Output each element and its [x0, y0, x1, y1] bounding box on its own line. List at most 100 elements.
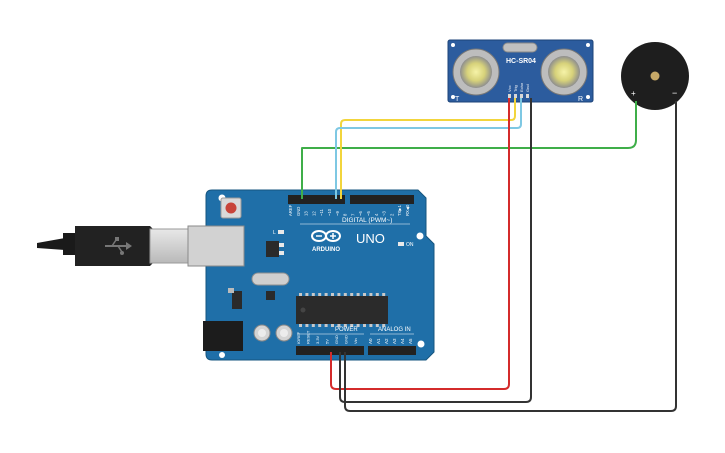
chip-pin: [331, 293, 334, 296]
model-label: UNO: [356, 231, 385, 246]
mount-hole: [451, 95, 455, 99]
analog-pin-label: A0: [368, 338, 373, 344]
pin-vcc[interactable]: [508, 94, 511, 98]
hc-sr04-sensor[interactable]: HC-SR04 T R Vcc Trig Echo Gnd: [447, 39, 594, 103]
chip-pin: [369, 293, 373, 296]
chip-pin: [311, 293, 315, 296]
power-pin-label: GND: [334, 335, 339, 344]
mount-hole: [417, 340, 425, 348]
mount-hole: [586, 95, 590, 99]
digital-pin-label: 7: [350, 213, 355, 216]
digital-pin-label: RX◀0: [405, 204, 410, 216]
digital-pin-label: ~11: [319, 209, 324, 216]
power-pin-label: IOREF: [296, 331, 301, 344]
usb-controller-chip: [266, 241, 279, 257]
voltage-regulator: [232, 291, 242, 309]
digital-label: DIGITAL (PWM~): [342, 217, 392, 224]
chip-pin: [337, 324, 341, 327]
digital-pin-label: ~6: [358, 211, 363, 216]
digital-pin-label: GND: [296, 207, 301, 216]
small-chip: [266, 291, 275, 300]
chip-pin: [343, 293, 347, 296]
echo-wire[interactable]: [335, 98, 522, 199]
chip-pin: [299, 293, 302, 296]
pin-vcc-label: Vcc: [507, 85, 512, 92]
crystal-oscillator: [251, 272, 290, 286]
analog-pin-label: A1: [376, 338, 381, 344]
analog-pin-label: A3: [392, 338, 397, 344]
digital-pin-label: 2: [389, 213, 394, 216]
chip-pin: [331, 324, 334, 327]
power-pin-label: Vin: [353, 338, 358, 344]
buzzer-ground-wire[interactable]: [344, 101, 677, 412]
atmega-chip: [296, 293, 388, 327]
regulator-tab: [228, 288, 234, 293]
analog-pin-label: A5: [408, 338, 413, 344]
buzzer-signal-wire[interactable]: [301, 101, 637, 199]
power-pin-label: 3.3V: [315, 335, 320, 344]
pin-echo-label: Echo: [519, 82, 524, 92]
usb-symbol-icon: [105, 237, 132, 255]
chip-pin: [324, 293, 328, 296]
vcc-wire[interactable]: [330, 98, 510, 390]
mount-hole: [219, 352, 225, 358]
chip-pin: [318, 324, 322, 327]
mount-hole: [586, 43, 590, 47]
piezo-buzzer[interactable]: + −: [621, 42, 689, 110]
chip-pin: [305, 324, 309, 327]
led-l: [278, 230, 284, 234]
brand-label: ARDUINO: [312, 247, 340, 253]
sensor-t-label: T: [455, 96, 460, 103]
pin-trig-label: Trig: [513, 85, 518, 92]
usb-port: [187, 225, 245, 267]
pin-gnd-label: Gnd: [525, 84, 530, 92]
pin-trig[interactable]: [514, 94, 517, 98]
digital-pin-label: ~10: [327, 208, 332, 216]
receiver: [540, 48, 588, 96]
power-label: POWER: [335, 327, 358, 333]
trig-wire[interactable]: [340, 98, 516, 199]
usb-cable[interactable]: [37, 225, 245, 267]
chip-pin: [337, 293, 341, 296]
digital-pin-label: AREF: [288, 204, 293, 216]
pin-gnd[interactable]: [526, 94, 529, 98]
mount-hole: [416, 232, 424, 240]
chip-pin: [375, 293, 379, 296]
chip-pin: [324, 324, 328, 327]
chip-pin: [363, 293, 366, 296]
reset-button[interactable]: [220, 197, 242, 219]
chip-pin: [382, 324, 386, 327]
buzzer-plus-label: +: [631, 89, 636, 98]
analog-label: ANALOG IN: [378, 327, 411, 333]
buzzer-minus-label: −: [672, 88, 677, 98]
pin-echo[interactable]: [520, 94, 523, 98]
arduino-logo: [311, 230, 341, 242]
analog-pin-label: A2: [384, 338, 389, 344]
chip-pin: [343, 324, 347, 327]
chip-pin: [375, 324, 379, 327]
usb-cable-end: [37, 238, 65, 250]
capacitor-top: [258, 329, 266, 337]
power-jack[interactable]: [203, 321, 243, 351]
chip-pin: [318, 293, 322, 296]
chip-pin: [369, 324, 373, 327]
chip-pin: [356, 293, 360, 296]
power-pin-label: 5V: [325, 339, 330, 344]
digital-header: [288, 195, 414, 204]
chip-pin: [350, 324, 354, 327]
digital-pin-label: ~3: [382, 211, 387, 216]
chip-pin: [299, 324, 302, 327]
sensor-ground-wire[interactable]: [339, 98, 532, 403]
sensor-model-label: HC-SR04: [506, 58, 536, 65]
led-on-label: ON: [406, 242, 414, 248]
power-pin-label: GND: [344, 335, 349, 344]
digital-pin-label: 12: [311, 211, 316, 216]
power-header: [296, 346, 364, 355]
usb-cable-strain: [63, 233, 75, 255]
chip-pin: [350, 293, 354, 296]
power-pin-label: RESET: [306, 330, 311, 344]
digital-pin-label: 8: [343, 213, 348, 216]
led-tx: [278, 243, 284, 247]
